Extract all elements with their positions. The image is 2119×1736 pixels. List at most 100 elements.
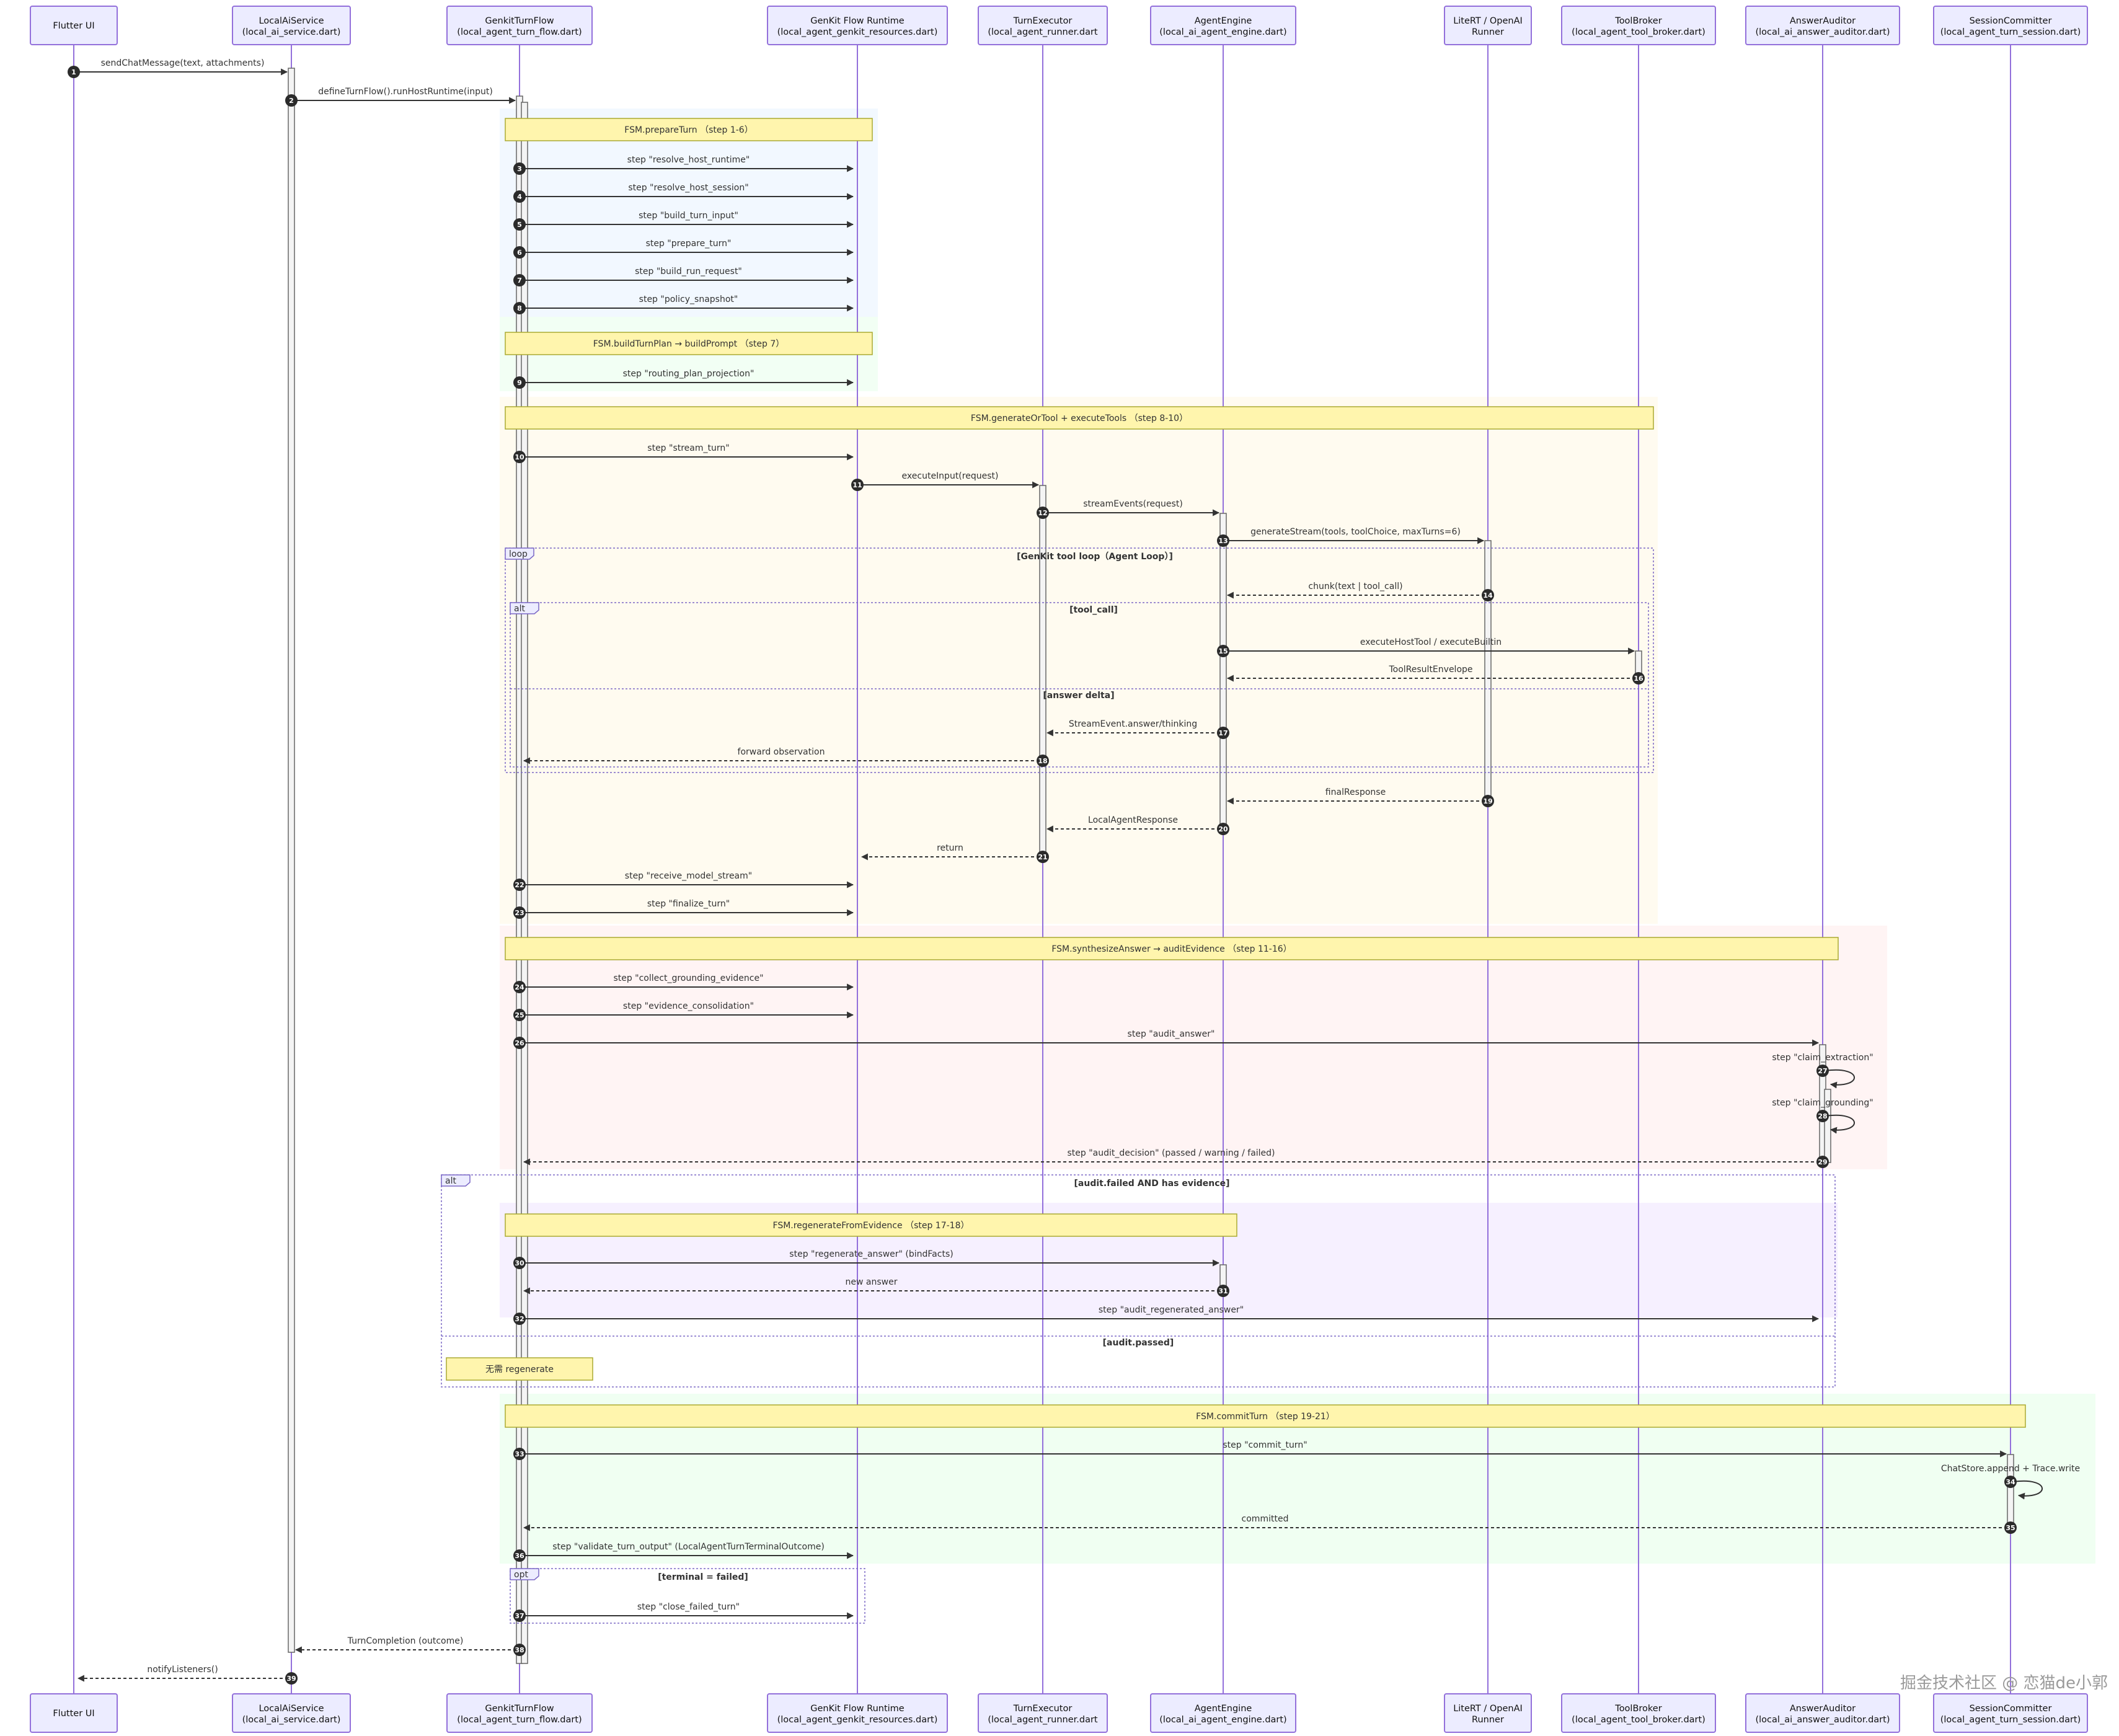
actor-committer-top: SessionCommitter(local_agent_turn_sessio…: [1933, 6, 2088, 45]
sequence-number: 20: [1218, 825, 1228, 833]
frame-border: [510, 602, 1649, 768]
message-label: step "build_run_request": [635, 267, 742, 277]
sequence-number: 35: [2006, 1524, 2015, 1532]
sequence-number: 19: [1483, 797, 1492, 805]
frame-border: [441, 1174, 1836, 1388]
sequence-number: 13: [1218, 537, 1228, 545]
sequence-badge: [513, 879, 526, 891]
message-38: TurnCompletion (outcome)38: [294, 1636, 526, 1656]
actor-file: (local_agent_turn_session.dart): [1940, 1715, 2081, 1725]
note-n-plan: FSM.buildTurnPlan → buildPrompt （step 7）: [505, 332, 873, 355]
actor-box: [446, 1693, 593, 1733]
sequence-number: 24: [515, 983, 524, 991]
actor-name: GenKit Flow Runtime: [810, 1704, 905, 1714]
sequence-badge: [513, 1257, 526, 1269]
frame-condition: [tool_call]: [1069, 605, 1118, 615]
actor-name: GenkitTurnFlow: [485, 16, 554, 26]
sequence-number: 36: [515, 1552, 524, 1560]
sequence-badge: [851, 479, 864, 491]
sequence-badge: [285, 94, 298, 107]
actor-file: (local_ai_answer_auditor.dart): [1756, 27, 1890, 37]
actor-file: (local_ai_service.dart): [242, 1715, 341, 1725]
message-label: ToolResultEnvelope: [1388, 665, 1472, 675]
actor-file: Runner: [1472, 27, 1504, 37]
note-text: FSM.regenerateFromEvidence （step 17-18）: [773, 1221, 970, 1231]
actor-box: [232, 6, 351, 45]
actor-file: (local_agent_genkit_resources.dart): [777, 27, 938, 37]
sequence-badge: [285, 1672, 298, 1685]
actor-engine-top: AgentEngine(local_ai_agent_engine.dart): [1150, 6, 1296, 45]
sequence-number: 17: [1218, 729, 1228, 737]
message-7: step "build_run_request" 7: [513, 267, 854, 286]
sequence-badge: [68, 66, 80, 78]
message-22: step "receive_model_stream"22: [513, 871, 854, 891]
sequence-number: 25: [515, 1011, 524, 1019]
message-37: step "close_failed_turn"37: [513, 1602, 854, 1622]
frame-condition: [terminal = failed]: [658, 1572, 748, 1582]
note-text: 无需 regenerate: [485, 1365, 554, 1375]
message-10: step "stream_turn"10: [513, 443, 854, 463]
sequence-badge: [513, 246, 526, 259]
actor-file: (local_ai_agent_engine.dart): [1159, 27, 1286, 37]
note-n-commit: FSM.commitTurn （step 19-21）: [505, 1404, 2026, 1428]
sequence-number: 18: [1038, 757, 1047, 765]
message-label: step "collect_grounding_evidence": [613, 973, 763, 983]
actor-box: [446, 6, 593, 45]
actor-box: [1933, 1693, 2088, 1733]
actor-broker-bottom: ToolBroker(local_agent_tool_broker.dart): [1561, 1693, 1716, 1733]
message-label: step "resolve_host_runtime": [627, 155, 750, 165]
actor-flutter-bottom: Flutter UI: [30, 1693, 118, 1733]
message-label: step "regenerate_answer" (bindFacts): [789, 1249, 953, 1259]
message-9: step "routing_plan_projection"9: [513, 369, 854, 389]
actor-box: [1150, 1693, 1296, 1733]
frame-condition: [answer delta]: [1043, 691, 1114, 701]
sequence-number: 7: [517, 277, 522, 285]
actor-file: (local_ai_agent_engine.dart): [1159, 1715, 1286, 1725]
frame-tab: [505, 547, 534, 560]
sequence-number: 30: [515, 1259, 524, 1267]
note-box: [505, 937, 1839, 960]
frame-type-label: loop: [509, 549, 528, 559]
message-6: step "prepare_turn"6: [513, 239, 854, 259]
sequence-badge: [1217, 823, 1229, 835]
actor-committer-bottom: SessionCommitter(local_agent_turn_sessio…: [1933, 1693, 2088, 1733]
sequence-number: 5: [517, 221, 522, 229]
note-box: [505, 1404, 2026, 1428]
message-label: step "audit_decision" (passed / warning …: [1067, 1148, 1275, 1158]
message-label: sendChatMessage(text, attachments): [101, 58, 265, 68]
sequence-badge: [1037, 507, 1049, 519]
actor-box: [1444, 6, 1532, 45]
message-19: finalResponse 19: [1226, 787, 1494, 807]
sequence-badge: [513, 190, 526, 203]
message-29: step "audit_decision" (passed / warning …: [523, 1148, 1829, 1168]
activation-bar: [1484, 540, 1492, 804]
sequence-number: 6: [517, 249, 522, 257]
sequence-badge: [513, 302, 526, 314]
message-39: notifyListeners()39: [77, 1665, 298, 1685]
actor-name: AgentEngine: [1195, 1704, 1252, 1714]
actor-box: [30, 1693, 118, 1733]
message-label: new answer: [846, 1277, 898, 1287]
sequence-badge: [513, 1549, 526, 1562]
sequence-number: 14: [1483, 591, 1493, 600]
message-label: step "resolve_host_session": [628, 183, 748, 193]
message-label: committed: [1242, 1514, 1289, 1524]
frame-type-label: alt: [445, 1176, 456, 1186]
sequence-number: 9: [517, 379, 522, 387]
note-box: [505, 118, 873, 141]
sequence-badge: [1482, 795, 1494, 807]
actor-runtime-top: GenKit Flow Runtime(local_agent_genkit_r…: [767, 6, 948, 45]
frame-alt: alt[tool_call][answer delta]: [510, 602, 1649, 768]
message-label: step "finalize_turn": [647, 899, 730, 909]
watermark-text: 掘金技术社区 @ 恋猫de小郭: [1900, 1674, 2108, 1693]
message-label: finalResponse: [1325, 787, 1386, 797]
actor-box: [1561, 6, 1716, 45]
note-text: FSM.commitTurn （step 19-21）: [1196, 1412, 1335, 1422]
message-label: step "claim_extraction": [1772, 1053, 1873, 1063]
sequence-number: 23: [515, 909, 524, 917]
message-25: step "evidence_consolidation"25: [513, 1001, 854, 1021]
